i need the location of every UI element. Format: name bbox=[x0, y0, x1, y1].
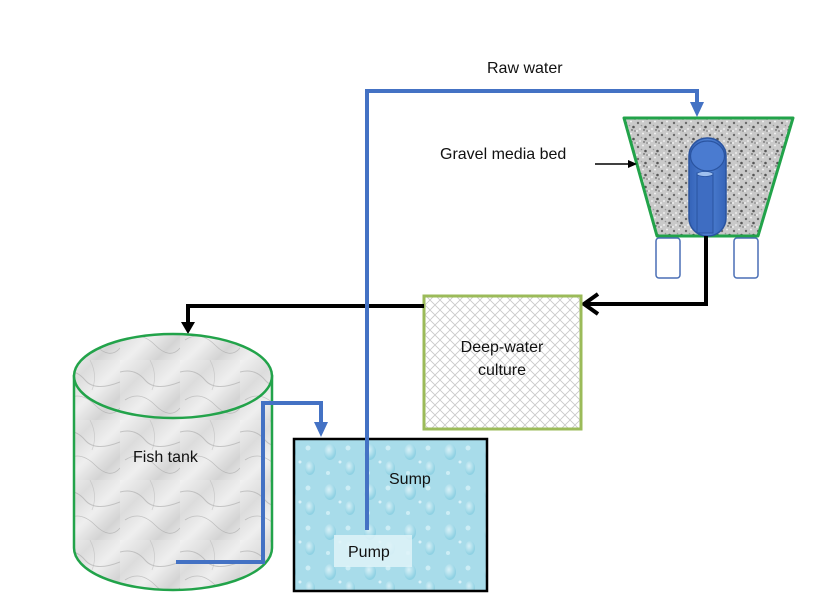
gravel-media-bed-label: Gravel media bed bbox=[440, 146, 566, 163]
fish-tank-label: Fish tank bbox=[133, 449, 199, 466]
pump-label: Pump bbox=[348, 544, 390, 561]
bell-siphon-icon bbox=[688, 137, 727, 237]
water-pipe-pump-to-gravel-bed bbox=[365, 89, 704, 530]
support-leg-left bbox=[655, 237, 681, 279]
pump bbox=[334, 535, 412, 567]
gravel-pointer-arrow bbox=[595, 160, 637, 168]
water-pipe-fish-tank-to-sump bbox=[176, 401, 328, 564]
sump bbox=[292, 437, 489, 593]
sump-label: Sump bbox=[389, 471, 431, 488]
dwc-label-line1: Deep-water bbox=[461, 339, 544, 356]
deep-water-culture bbox=[422, 294, 583, 431]
raw-water-label: Raw water bbox=[487, 60, 563, 77]
drain-pipe-dwc-to-fish-tank bbox=[181, 304, 424, 334]
drain-pipe-gravel-to-dwc bbox=[580, 236, 708, 316]
support-leg-right bbox=[733, 237, 759, 279]
fish-tank bbox=[72, 332, 274, 592]
dwc-label-line2: culture bbox=[478, 362, 526, 379]
